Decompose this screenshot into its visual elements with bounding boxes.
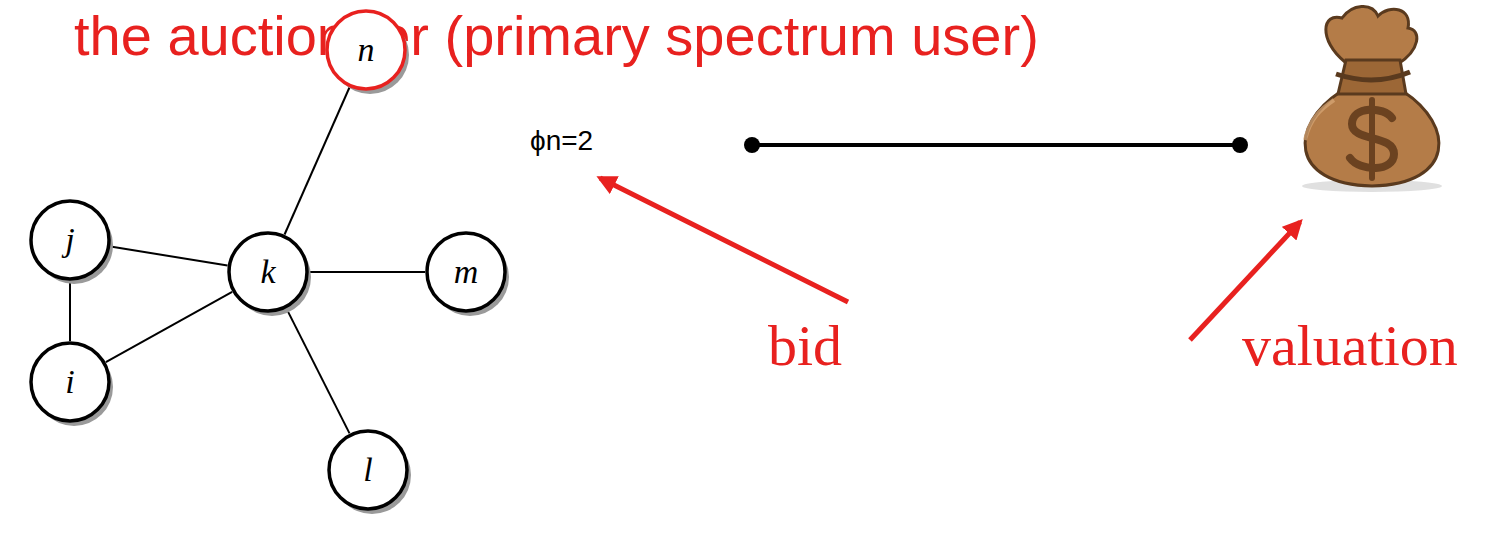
graph-edge: [106, 292, 232, 362]
pointer-arrow: [600, 178, 848, 302]
node-label: k: [260, 255, 275, 289]
graph-node: m: [424, 230, 508, 314]
graph-edge: [309, 271, 425, 273]
node-label: i: [65, 365, 74, 399]
graph-node: i: [28, 340, 112, 424]
callout-label: bid: [768, 314, 842, 378]
node-outline: [31, 343, 109, 421]
node-label: n: [358, 33, 375, 67]
money-bag-icon: [1302, 6, 1442, 192]
graph-edge: [69, 281, 71, 341]
graph-edge: [110, 247, 227, 266]
node-label: j: [65, 223, 74, 257]
node-outline: [329, 431, 407, 509]
interval-end-dot: [1232, 137, 1248, 153]
node-label: m: [454, 255, 479, 289]
graph-node: l: [326, 428, 410, 512]
interval-end-dot: [744, 137, 760, 153]
node-label: l: [363, 453, 372, 487]
graph-node: k: [226, 230, 310, 314]
price-label: ϕn=2: [530, 126, 593, 157]
graph-node: j: [28, 198, 112, 282]
graph-edge: [285, 88, 350, 235]
graph-edge: [286, 309, 349, 434]
callout-label: valuation: [1242, 314, 1458, 378]
node-outline: [31, 201, 109, 279]
node-outline: [427, 233, 505, 311]
title: the auctioneer (primary spectrum user): [74, 4, 1039, 68]
node-outline: [229, 233, 307, 311]
node-outline: [327, 11, 405, 89]
graph-node: n: [324, 8, 408, 92]
interval-line: [752, 143, 1240, 147]
